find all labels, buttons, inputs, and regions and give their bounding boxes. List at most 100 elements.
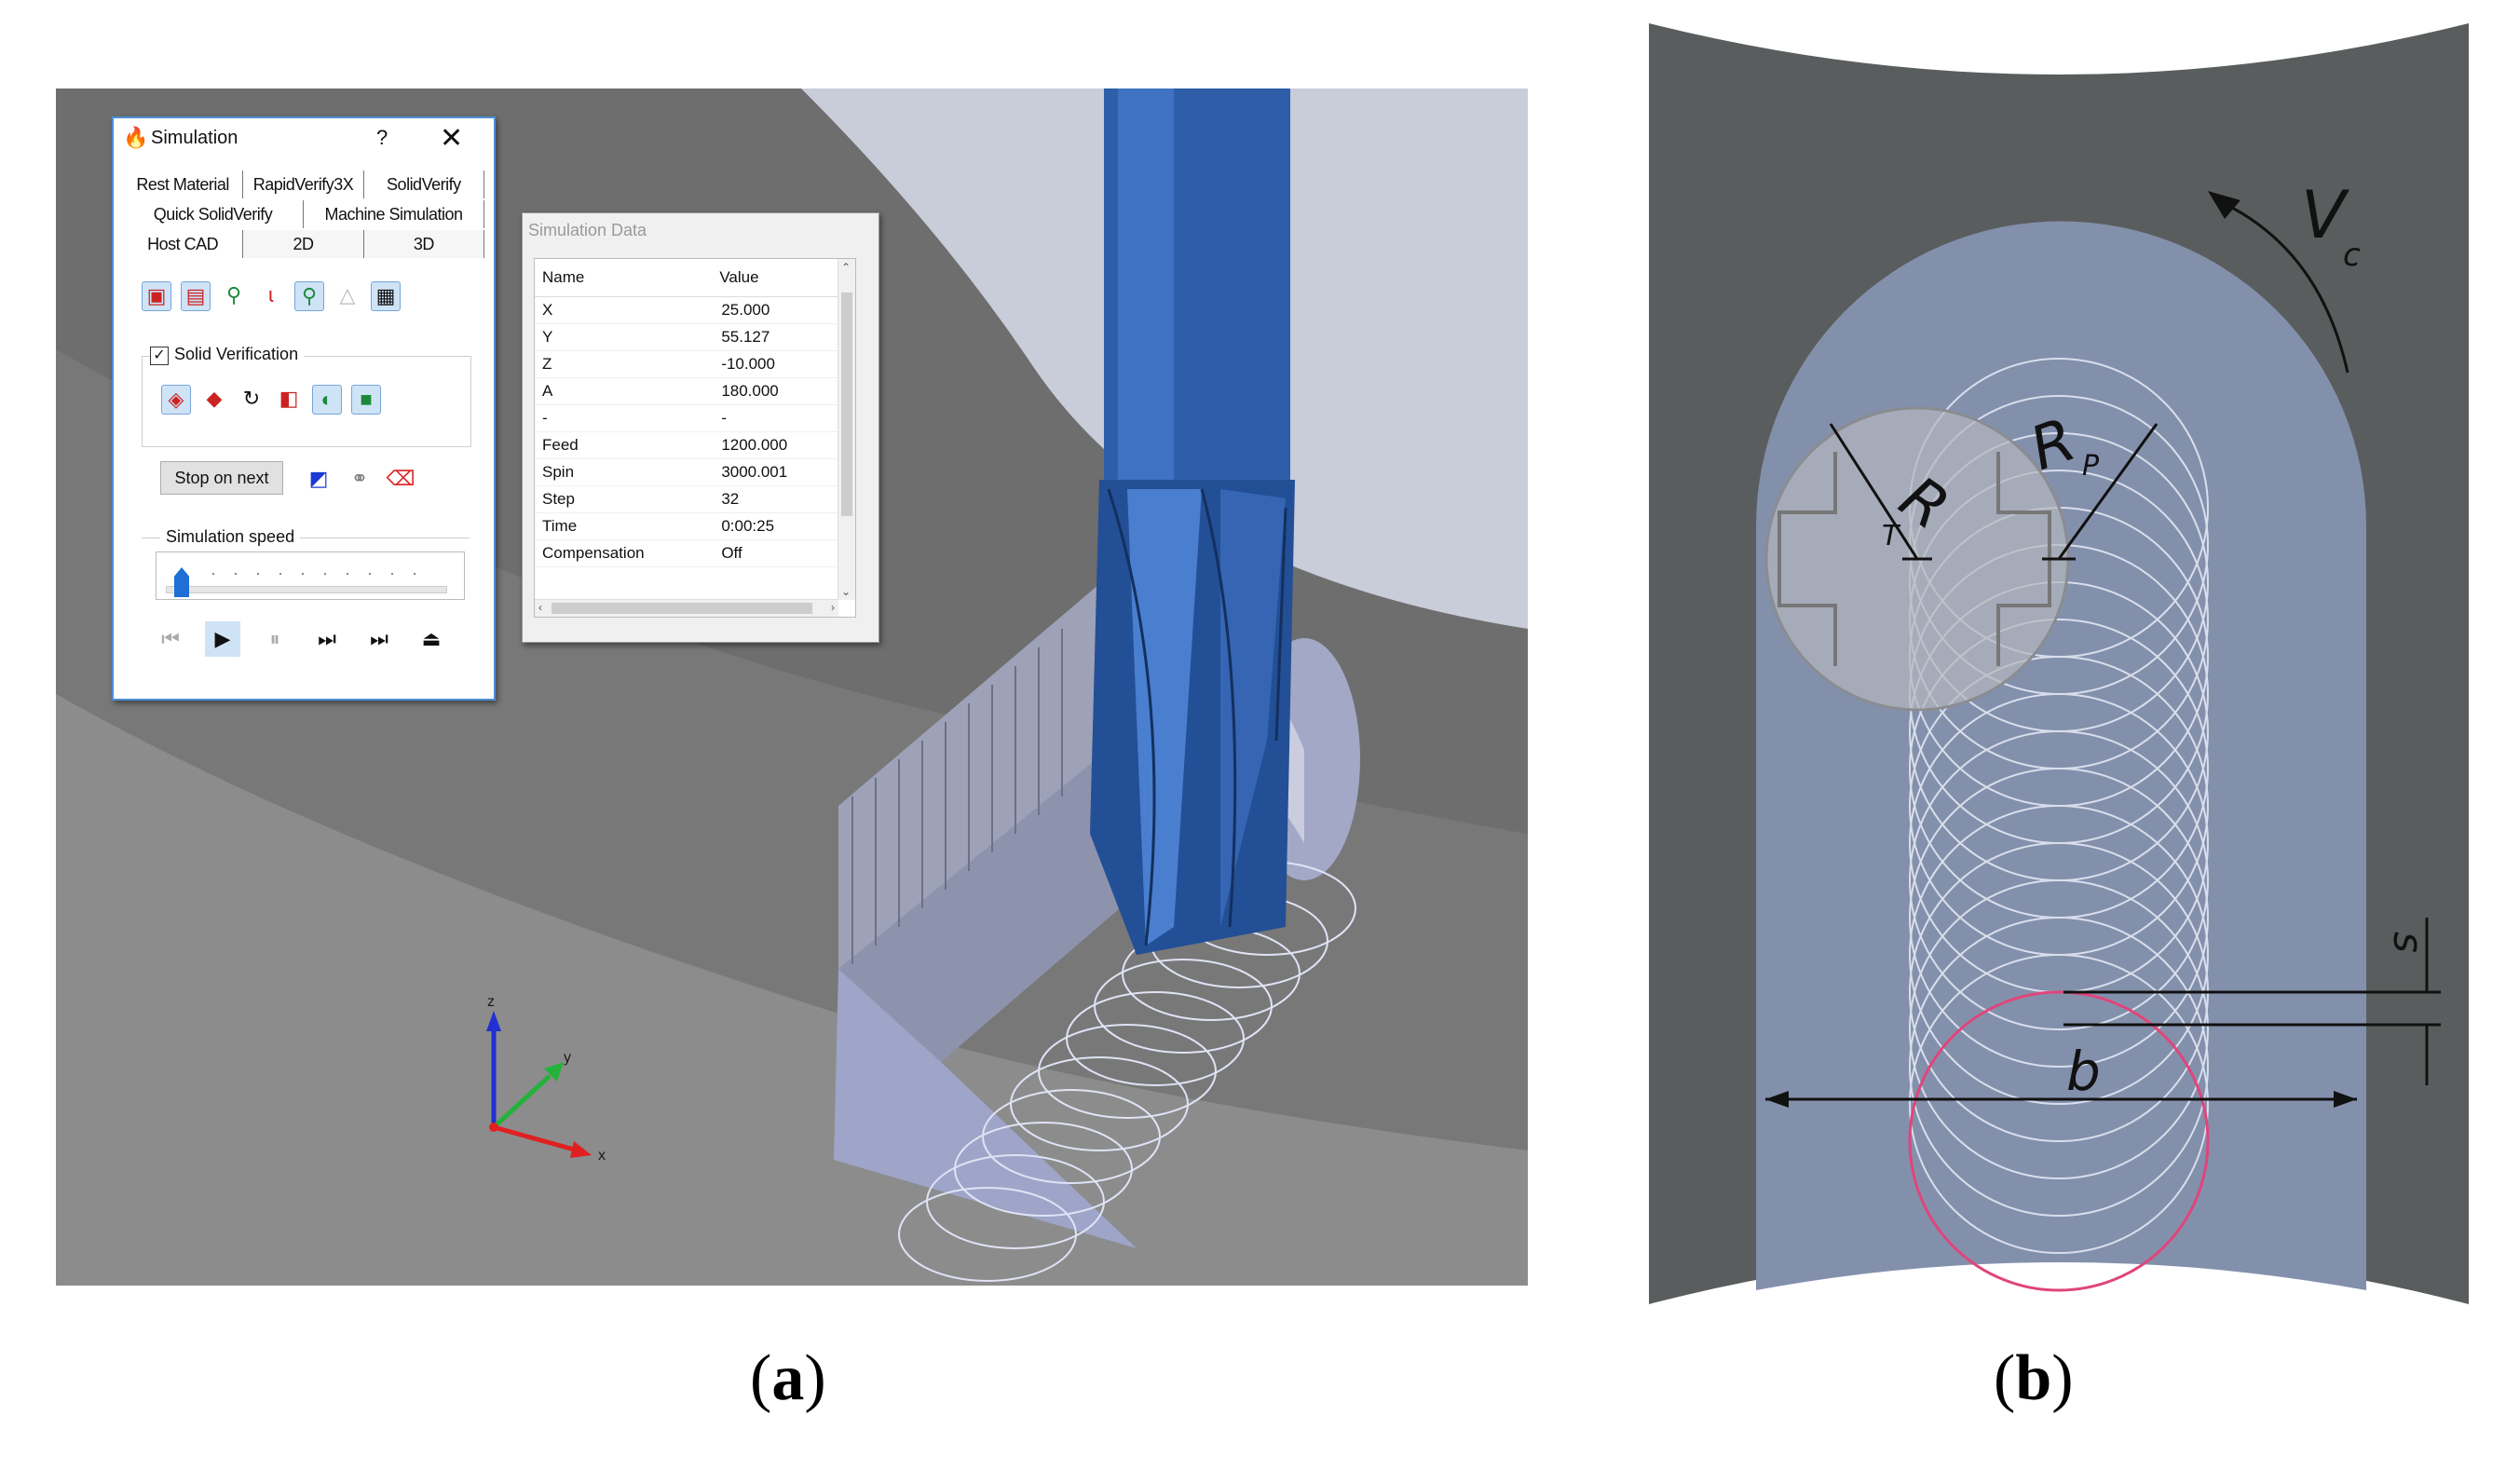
cell-name: X xyxy=(535,296,713,324)
eraser-icon[interactable]: ⌫ xyxy=(386,467,415,490)
toolbar: ▣ ▤ ⚲ ɩ ⚲ △ ▦ xyxy=(142,281,401,311)
cell-value: Off xyxy=(712,539,838,567)
solid-verification-label: Solid Verification xyxy=(169,345,305,364)
axis-x-label: x xyxy=(598,1148,606,1164)
compare-icon[interactable]: ◧ xyxy=(279,387,299,410)
cell-name: A xyxy=(535,377,713,405)
cell-value: 25.000 xyxy=(712,296,838,324)
simulation-titlebar[interactable]: 🔥 Simulation ? ✕ xyxy=(114,118,494,159)
rt-subscript: T xyxy=(1882,520,1901,552)
solid-view-icon[interactable]: ▣ xyxy=(142,281,171,311)
cell-name: Time xyxy=(535,512,713,540)
simulation-speed-label: Simulation speed xyxy=(160,527,301,547)
b-label: b xyxy=(2066,1040,2101,1103)
wire-view-icon[interactable]: ▤ xyxy=(181,281,211,311)
slot-diagram-svg: R T R P V c b s xyxy=(1649,23,2469,1304)
slider-thumb[interactable] xyxy=(174,567,189,597)
vertical-scrollbar[interactable]: ⌃ ⌄ xyxy=(838,259,855,600)
vc-label: V xyxy=(2301,177,2349,253)
close-button[interactable]: ✕ xyxy=(440,123,464,154)
cell-value: 32 xyxy=(712,485,838,513)
link-icon[interactable]: ⚭ xyxy=(350,467,369,490)
caption-a: (a) xyxy=(750,1342,826,1414)
step-back-button[interactable]: ⏮ xyxy=(161,627,180,650)
cell-value: 1200.000 xyxy=(712,431,838,459)
axis-y-label: y xyxy=(564,1050,571,1066)
tab-row-2: Quick SolidVerify Machine Simulation xyxy=(123,200,484,228)
tab-quick-solidverify[interactable]: Quick SolidVerify xyxy=(123,200,304,228)
tab-row-1: Rest Material RapidVerify3X SolidVerify xyxy=(123,170,484,198)
cell-name: Z xyxy=(535,350,713,378)
axis-triad: z y x xyxy=(486,994,606,1164)
stop-on-next-button[interactable]: Stop on next xyxy=(160,461,283,495)
tab-rest-material[interactable]: Rest Material xyxy=(123,170,244,198)
cube-icon[interactable]: ◈ xyxy=(161,385,191,415)
cell-value: - xyxy=(712,404,838,432)
pause-button[interactable]: ⏸ xyxy=(269,627,280,650)
table-icon[interactable]: ▦ xyxy=(371,281,401,311)
help-button[interactable]: ? xyxy=(376,126,388,149)
tab-solidverify[interactable]: SolidVerify xyxy=(364,170,484,198)
color-squares-icon[interactable]: ◩ xyxy=(308,467,329,490)
simulation-title: Simulation xyxy=(151,128,238,148)
cell-name: Y xyxy=(535,323,713,351)
caption-b: (b) xyxy=(1994,1342,2074,1414)
table-row[interactable]: -- xyxy=(535,404,838,432)
tab-3d[interactable]: 3D xyxy=(363,230,484,258)
simulation-data-title: Simulation Data xyxy=(528,221,647,239)
step-forward-button[interactable]: ⏭ xyxy=(318,627,336,650)
tab-host-cad[interactable]: Host CAD xyxy=(123,230,244,258)
extra-tools: ◩ ⚭ ⌫ xyxy=(305,465,415,493)
tool-holder-icon[interactable]: ⚲ xyxy=(225,283,242,306)
solid-verification-checkbox[interactable]: ✓ xyxy=(150,347,169,365)
axis-z-label: z xyxy=(487,994,495,1010)
table-row[interactable]: Z-10.000 xyxy=(535,350,838,378)
skip-end-button[interactable]: ⏭ xyxy=(370,627,388,650)
cell-name: Step xyxy=(535,485,713,513)
cell-name: Compensation xyxy=(535,539,713,567)
cam-viewport[interactable]: z y x 🔥 Simulation ? ✕ Rest Material Rap… xyxy=(56,88,1528,1286)
tool-icon[interactable]: ɩ xyxy=(268,283,274,306)
vc-subscript: c xyxy=(2343,237,2361,274)
color-icon[interactable]: ◆ xyxy=(206,387,223,410)
cell-value: 3000.001 xyxy=(712,458,838,486)
slot-diagram: R T R P V c b s xyxy=(1649,23,2469,1304)
tab-rapidverify3x[interactable]: RapidVerify3X xyxy=(243,170,364,198)
refresh-icon[interactable]: ↻ xyxy=(242,387,261,410)
eject-button[interactable]: ⏏ xyxy=(421,627,442,650)
column-header-value[interactable]: Value xyxy=(712,259,838,297)
cell-value: 55.127 xyxy=(712,323,838,351)
cell-name: Feed xyxy=(535,431,713,459)
report-icon[interactable]: ■ xyxy=(351,385,381,415)
section-icon[interactable]: ◐ xyxy=(312,385,342,415)
column-header-name[interactable]: Name xyxy=(535,259,713,297)
cell-value: 0:00:25 xyxy=(712,512,838,540)
cell-name: - xyxy=(535,404,713,432)
ghost-icon: △ xyxy=(339,283,356,306)
tab-machine-simulation[interactable]: Machine Simulation xyxy=(304,200,484,228)
tab-row-3: Host CAD 2D 3D xyxy=(123,230,484,258)
tool-path-icon[interactable]: ⚲ xyxy=(294,281,324,311)
cell-value: 180.000 xyxy=(712,377,838,405)
cell-name: Spin xyxy=(535,458,713,486)
simulation-window[interactable]: 🔥 Simulation ? ✕ Rest Material RapidVeri… xyxy=(112,116,496,701)
s-label: s xyxy=(2384,932,2431,953)
simulation-speed-slider[interactable] xyxy=(156,551,465,600)
cell-value: -10.000 xyxy=(712,350,838,378)
solid-verification-group: ✓ Solid Verification ◈ ◆ ↻ ◧ ◐ ■ xyxy=(142,345,471,447)
play-button[interactable]: ▶ xyxy=(205,621,240,657)
playback-controls: ⏮ ▶ ⏸ ⏭ ⏭ ⏏ xyxy=(153,621,449,657)
horizontal-scrollbar[interactable]: ‹ › xyxy=(535,599,838,617)
tab-2d[interactable]: 2D xyxy=(243,230,364,258)
